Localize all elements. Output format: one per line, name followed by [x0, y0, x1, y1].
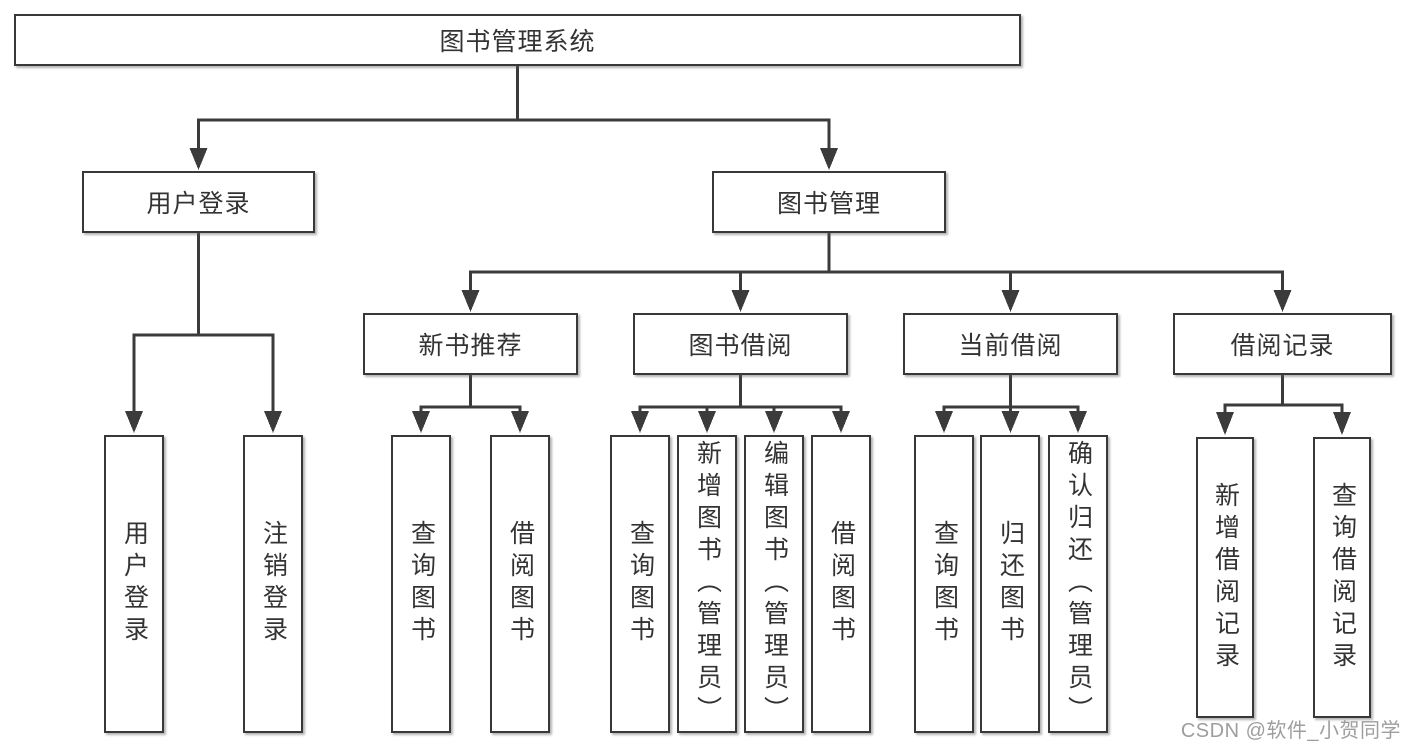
connector-book-borrowing-children: [631, 375, 850, 433]
node-leaf-logout-label: 注销登录: [259, 520, 288, 648]
node-current-borrowing-label: 当前借阅: [958, 332, 1063, 360]
node-leaf-return-books: 归还图书: [980, 435, 1040, 733]
node-leaf-search-books-borrowing-label: 查询图书: [626, 520, 655, 648]
node-leaf-add-books-admin-label: 新增图书（管理员）: [693, 440, 722, 728]
node-leaf-edit-books-admin: 编辑图书（管理员）: [744, 435, 804, 733]
node-leaf-search-books-recommend-label: 查询图书: [407, 520, 436, 648]
node-book-borrowing-label: 图书借阅: [688, 332, 793, 360]
node-leaf-borrow-books-recommend: 借阅图书: [490, 435, 550, 733]
csdn-watermark: CSDN @软件_小贺同学: [1180, 720, 1401, 742]
node-leaf-borrow-books-label: 借阅图书: [827, 520, 856, 648]
node-leaf-add-borrow-record: 新增借阅记录: [1196, 437, 1254, 718]
node-leaf-search-borrow-record-label: 查询借阅记录: [1328, 481, 1357, 674]
node-book-management-label: 图书管理: [776, 190, 881, 218]
node-leaf-add-borrow-record-label: 新增借阅记录: [1211, 481, 1240, 674]
node-leaf-add-books-admin: 新增图书（管理员）: [677, 435, 737, 733]
node-current-borrowing: 当前借阅: [903, 313, 1118, 375]
node-leaf-user-login: 用户登录: [104, 435, 164, 733]
node-leaf-search-books-recommend: 查询图书: [391, 435, 451, 733]
node-leaf-search-books-current-label: 查询图书: [930, 520, 959, 648]
node-leaf-search-borrow-record: 查询借阅记录: [1313, 437, 1371, 718]
node-borrowing-records-label: 借阅记录: [1230, 332, 1335, 360]
node-user-login: 用户登录: [82, 171, 315, 233]
node-borrowing-records: 借阅记录: [1173, 313, 1392, 375]
node-new-book-recommendation: 新书推荐: [363, 313, 578, 375]
node-leaf-edit-books-admin-label: 编辑图书（管理员）: [760, 440, 789, 728]
node-leaf-search-books-borrowing: 查询图书: [610, 435, 670, 733]
node-leaf-borrow-books-recommend-label: 借阅图书: [506, 520, 535, 648]
node-leaf-borrow-books: 借阅图书: [811, 435, 871, 733]
node-leaf-return-books-label: 归还图书: [996, 520, 1025, 648]
node-leaf-confirm-return-admin: 确认归还（管理员）: [1048, 435, 1108, 733]
connector-root-to-level2: [189, 66, 838, 170]
connector-current-borrowing-children: [935, 375, 1087, 433]
connector-book-management-sections: [461, 233, 1292, 312]
connector-new-book-children: [412, 375, 529, 433]
node-leaf-user-login-label: 用户登录: [120, 520, 149, 648]
node-leaf-logout: 注销登录: [243, 435, 303, 733]
node-leaf-confirm-return-admin-label: 确认归还（管理员）: [1064, 440, 1093, 728]
connector-borrowing-records-children: [1216, 375, 1351, 435]
node-book-management: 图书管理: [712, 171, 946, 233]
node-user-login-label: 用户登录: [146, 190, 251, 218]
node-book-borrowing: 图书借阅: [633, 313, 848, 375]
node-new-book-recommendation-label: 新书推荐: [418, 332, 523, 360]
node-library-system-label: 图书管理系统: [439, 28, 596, 56]
node-leaf-search-books-current: 查询图书: [914, 435, 974, 733]
connector-user-login-children: [125, 233, 282, 433]
node-library-system: 图书管理系统: [14, 14, 1021, 66]
